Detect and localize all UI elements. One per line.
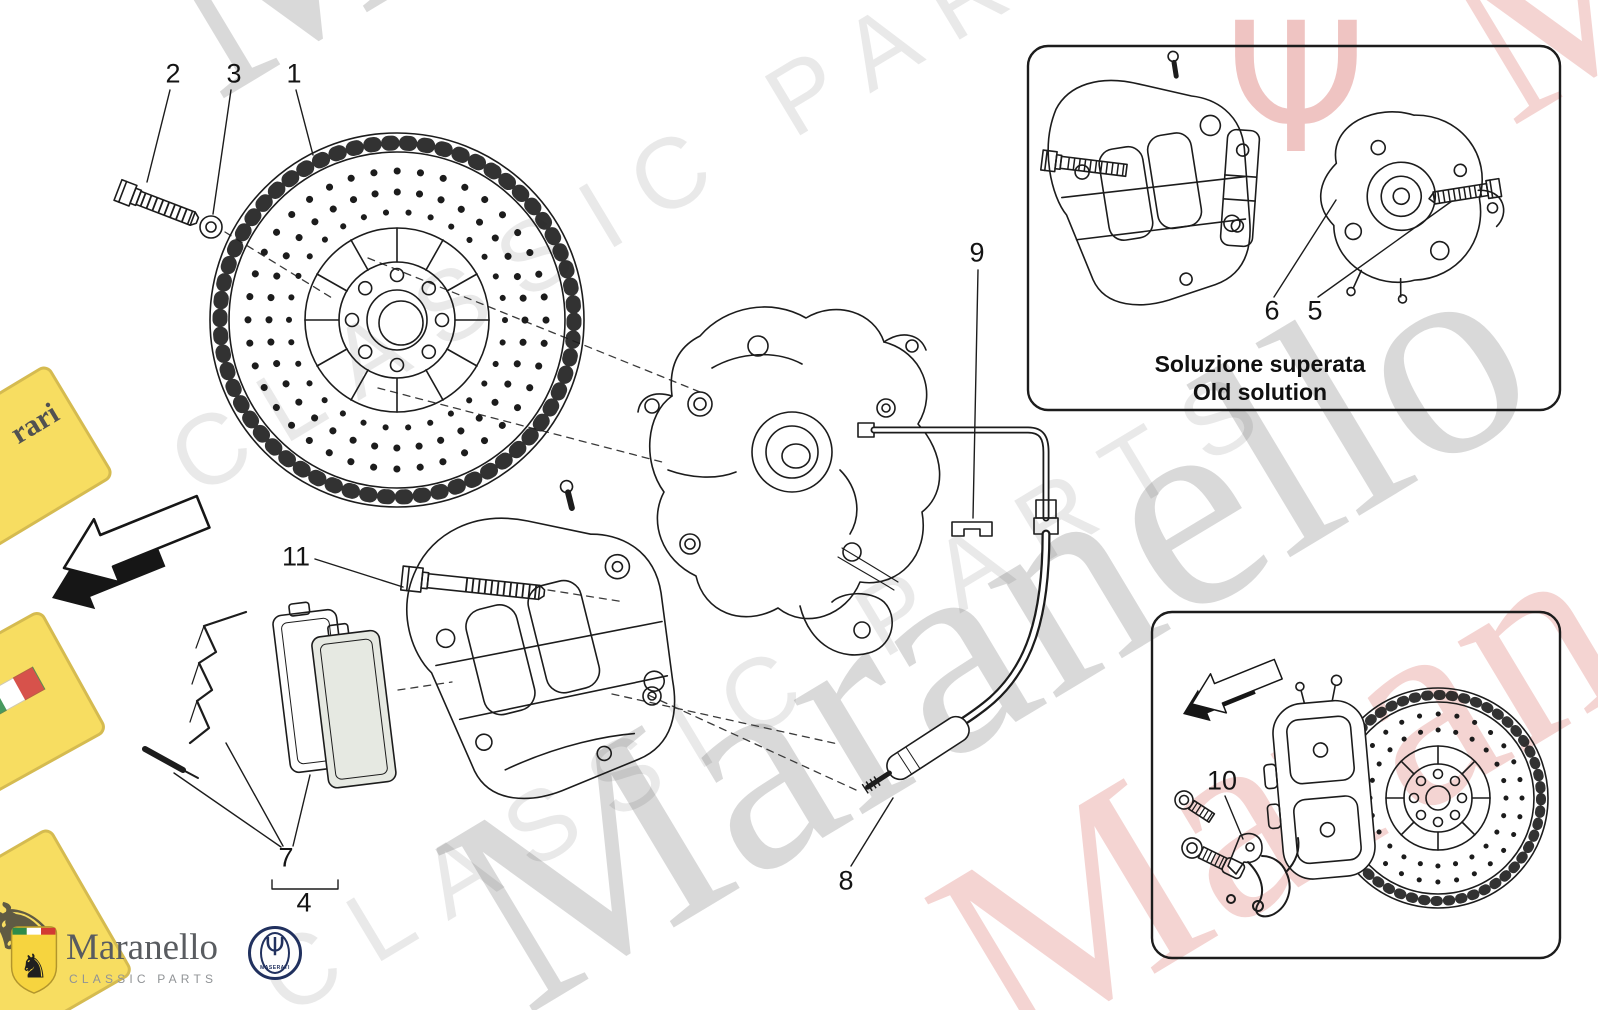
badge-label: MASERATI <box>260 965 290 971</box>
callout-2[interactable]: 2 <box>165 58 181 89</box>
caliper-bolt-drawing <box>399 565 546 601</box>
wheel-hub-drawing <box>637 306 941 656</box>
old-pad-bracket-drawing <box>1219 128 1261 248</box>
maserati-badge: Ψ MASERATI <box>248 926 302 980</box>
inset-direction-arrow <box>1176 648 1287 730</box>
old-solution-title-en: Old solution <box>1192 379 1328 405</box>
pad-spring-clip-drawing <box>188 610 248 745</box>
old-solution-title-it: Soluzione superata <box>1154 351 1366 377</box>
callout-11[interactable]: 11 <box>281 541 311 572</box>
callout-8[interactable]: 8 <box>838 865 854 896</box>
callout-5[interactable]: 5 <box>1307 295 1323 326</box>
group-bracket <box>271 879 339 890</box>
badge-oval <box>260 932 290 974</box>
callout-4[interactable]: 4 <box>296 887 312 918</box>
brand-subtitle: CLASSIC PARTS <box>69 972 218 986</box>
direction-arrow <box>42 478 218 623</box>
hose-bracket-drawing <box>951 521 993 537</box>
brand-name: Maranello <box>66 927 219 968</box>
projection-lines <box>224 231 857 791</box>
callout-10[interactable]: 10 <box>1206 765 1238 796</box>
callout-9[interactable]: 9 <box>969 237 985 268</box>
brake-disc-drawing <box>209 132 585 508</box>
ferrari-shield-logo: ♞ <box>10 926 58 994</box>
callout-7[interactable]: 7 <box>278 842 294 873</box>
washer-drawing <box>199 215 223 239</box>
old-solution-inset-box <box>1026 44 1562 412</box>
callout-3[interactable]: 3 <box>226 58 242 89</box>
old-caliper-left-drawing <box>1039 50 1251 306</box>
sensor-inset-box <box>1150 610 1562 960</box>
callout-1[interactable]: 1 <box>286 58 302 89</box>
disc-bolt-drawing <box>113 178 200 227</box>
brake-pads-drawing <box>272 601 397 789</box>
footer-logo[interactable]: ♞ Maranello CLASSIC PARTS Ψ MASERATI <box>8 920 328 1008</box>
banjo-fitting <box>642 686 662 706</box>
sensor-wire-drawing <box>1226 837 1300 918</box>
inset-caliper-drawing <box>1263 674 1376 880</box>
callout-6[interactable]: 6 <box>1264 295 1280 326</box>
prancing-horse-icon: ♞ <box>19 947 49 986</box>
pad-pin-drawing <box>142 746 199 779</box>
old-caliper-right-drawing <box>1319 111 1505 304</box>
leader-lines <box>146 89 1453 890</box>
wheel-speed-sensor-drawing <box>1174 790 1263 880</box>
brake-caliper-drawing <box>406 479 676 800</box>
brake-hose-drawing <box>857 422 1059 795</box>
trident-icon: Ψ <box>265 932 285 961</box>
